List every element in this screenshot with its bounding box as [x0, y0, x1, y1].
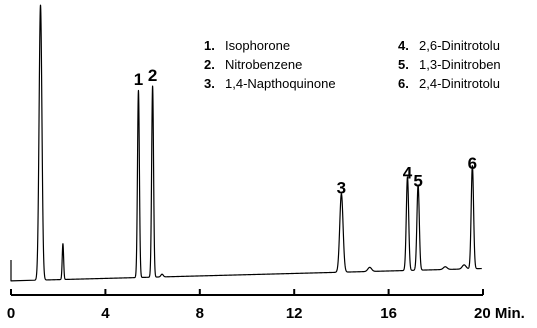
- legend: 1. Isophorone 2. Nitrobenzene 3. 1,4-Napthoqu…: [204, 38, 501, 91]
- x-tick-label: 4: [101, 305, 110, 322]
- trace-group: [10, 4, 483, 282]
- legend-item-name: 1,3-Dinitroben: [419, 57, 501, 72]
- x-tick-label: 0: [7, 305, 15, 322]
- x-tick-label: 8: [196, 305, 204, 322]
- peak-label-5: 5: [413, 172, 422, 191]
- x-tick-label: 12: [286, 305, 303, 322]
- legend-item-name: 2,6-Dinitrotolu: [419, 38, 500, 53]
- legend-item-number: 1.: [204, 38, 215, 53]
- legend-item-name: 2,4-Dinitrotolu: [419, 76, 500, 91]
- legend-item-number: 5.: [398, 57, 409, 72]
- legend-item-name: 1,4-Napthoquinone: [225, 76, 336, 91]
- legend-item-number: 2.: [204, 57, 215, 72]
- peak-label-4: 4: [403, 163, 413, 182]
- legend-item-number: 4.: [398, 38, 409, 53]
- legend-item-name: Isophorone: [225, 38, 290, 53]
- legend-item-name: Nitrobenzene: [225, 57, 302, 72]
- peak-label-3: 3: [337, 179, 346, 198]
- legend-item-number: 3.: [204, 76, 215, 91]
- peak-label-6: 6: [468, 154, 477, 173]
- x-tick-label: 20 Min.: [474, 305, 525, 322]
- peak-label-1: 1: [134, 70, 143, 89]
- x-axis-ticks: 0 4 8 12 16 20 Min.: [7, 289, 525, 322]
- chromatogram-trace: [10, 4, 483, 282]
- legend-item-number: 6.: [398, 76, 409, 91]
- x-tick-label: 16: [380, 305, 397, 322]
- peak-label-2: 2: [148, 66, 157, 85]
